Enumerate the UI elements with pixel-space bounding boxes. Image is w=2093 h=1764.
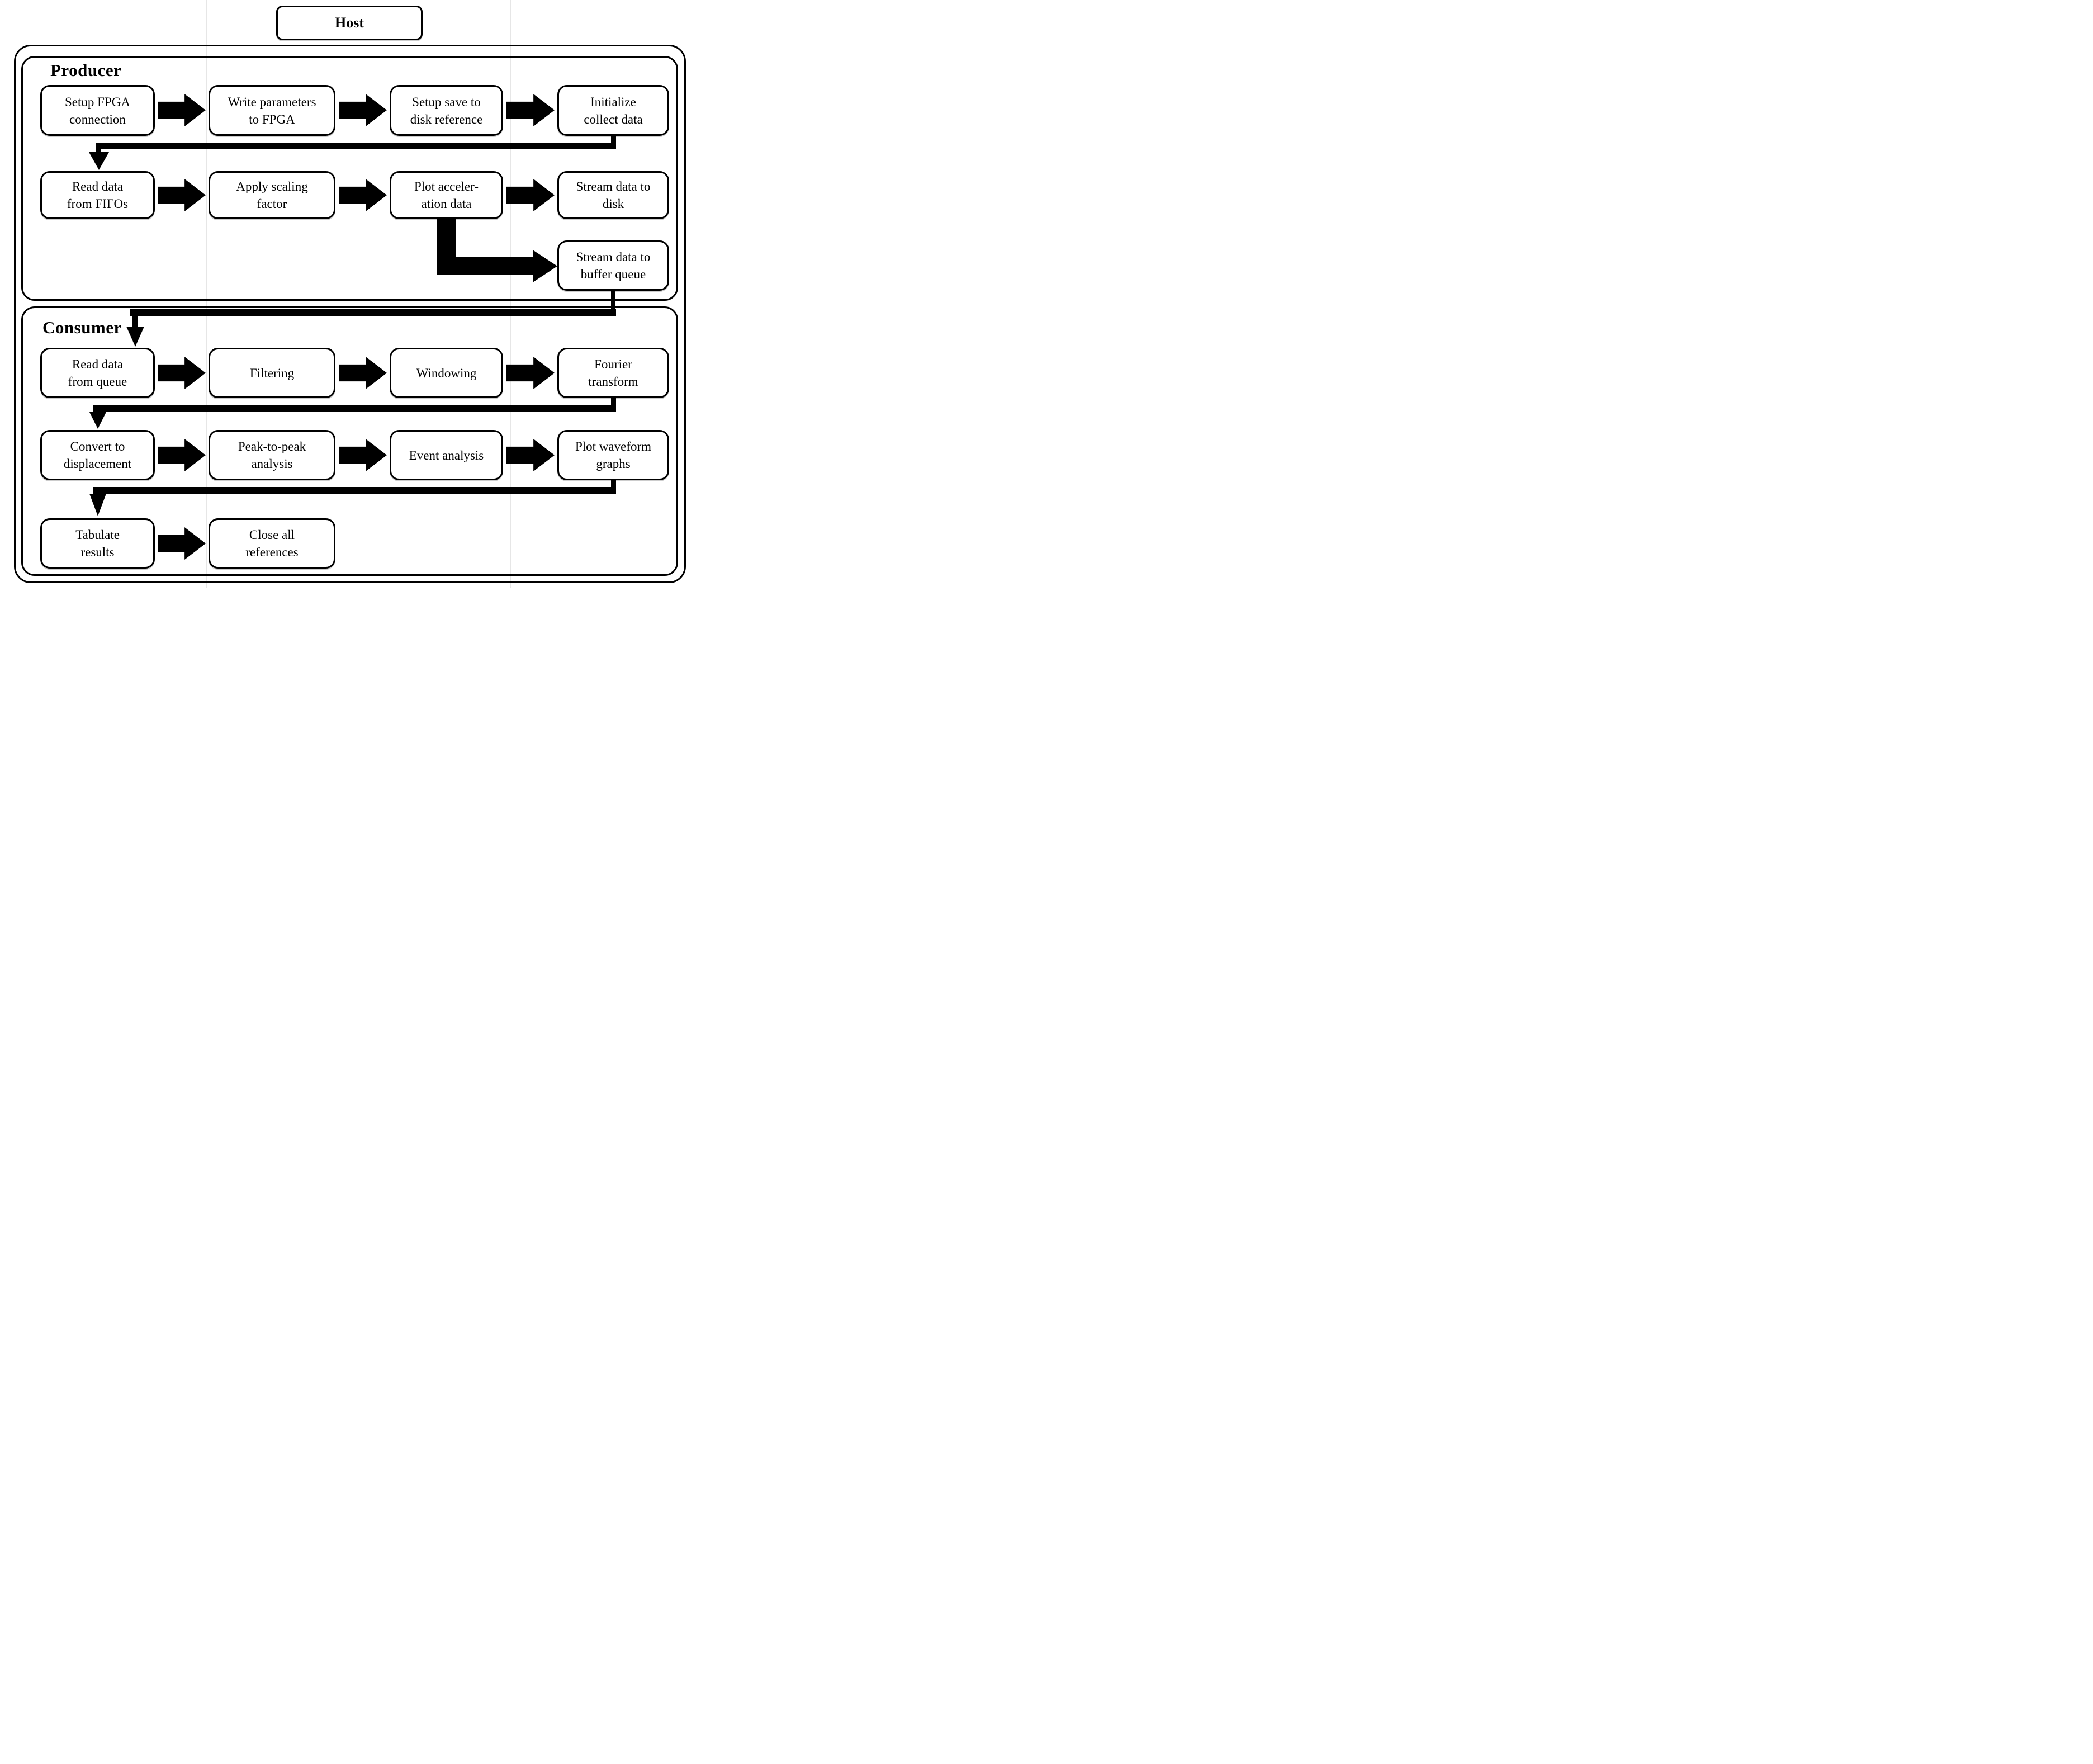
connector-buffer-to-consumer xyxy=(130,309,616,316)
elbow-connector-initialize-to-read xyxy=(96,147,101,153)
arrow-down-icon xyxy=(126,327,144,347)
node-label: Apply scaling factor xyxy=(236,179,308,211)
node-label: Write parameters to FPGA xyxy=(228,94,316,126)
arrow-down-icon xyxy=(89,494,106,516)
node-label: Windowing xyxy=(416,366,477,380)
producer-section-label: Producer xyxy=(50,60,122,80)
node-close-all-references: Close all references xyxy=(209,518,335,569)
scan-artifact-line xyxy=(206,0,207,588)
node-stream-data-to-buffer-queue: Stream data to buffer queue xyxy=(557,240,669,291)
elbow-connector-initialize-to-read xyxy=(96,143,616,149)
node-label: Convert to displacement xyxy=(63,439,132,471)
node-read-data-from-fifos: Read data from FIFOs xyxy=(40,171,155,219)
node-setup-fpga-connection: Setup FPGA connection xyxy=(40,85,155,136)
node-label: Plot acceler- ation data xyxy=(414,179,479,211)
node-label: Tabulate results xyxy=(75,528,120,559)
host-container xyxy=(14,45,686,583)
arrow-down-icon xyxy=(89,152,109,170)
scan-artifact-line xyxy=(510,0,511,588)
node-label: Read data from FIFOs xyxy=(67,179,129,211)
node-label: Close all references xyxy=(245,528,299,559)
consumer-container xyxy=(21,306,678,576)
node-label: Setup FPGA connection xyxy=(65,94,130,126)
node-setup-save-to-disk-reference: Setup save to disk reference xyxy=(390,85,503,136)
elbow-connector-waveform-to-tabulate xyxy=(93,487,616,494)
node-apply-scaling-factor: Apply scaling factor xyxy=(209,171,335,219)
node-initialize-collect-data: Initialize collect data xyxy=(557,85,669,136)
flowchart-canvas: Host Producer Consumer Setup FPGA connec… xyxy=(0,0,698,588)
node-label: Filtering xyxy=(249,366,295,380)
node-label: Stream data to buffer queue xyxy=(576,250,651,281)
node-plot-waveform-graphs: Plot waveform graphs xyxy=(557,430,669,480)
node-windowing: Windowing xyxy=(390,348,503,398)
node-filtering: Filtering xyxy=(209,348,335,398)
node-label: Event analysis xyxy=(409,448,484,462)
node-label: Fourier transform xyxy=(588,357,638,389)
node-label: Stream data to disk xyxy=(576,179,651,211)
node-write-parameters-to-fpga: Write parameters to FPGA xyxy=(209,85,335,136)
node-label: Initialize collect data xyxy=(584,94,643,126)
node-convert-to-displacement: Convert to displacement xyxy=(40,430,155,480)
elbow-connector-fourier-to-convert xyxy=(93,405,616,412)
fat-elbow-connector-plot-to-buffer xyxy=(437,257,533,275)
node-plot-acceleration-data: Plot acceler- ation data xyxy=(390,171,503,219)
arrow-right-icon xyxy=(533,250,557,282)
elbow-connector-fourier-to-convert xyxy=(611,398,616,412)
node-event-analysis: Event analysis xyxy=(390,430,503,480)
node-tabulate-results: Tabulate results xyxy=(40,518,155,569)
connector-buffer-to-consumer xyxy=(132,316,138,327)
node-label: Setup save to disk reference xyxy=(410,94,483,126)
host-label: Host xyxy=(335,15,364,31)
node-peak-to-peak-analysis: Peak-to-peak analysis xyxy=(209,430,335,480)
node-label: Read data from queue xyxy=(68,357,127,389)
connector-buffer-to-consumer xyxy=(611,291,615,316)
node-label: Peak-to-peak analysis xyxy=(238,439,306,471)
host-node: Host xyxy=(276,6,423,40)
arrow-down-icon xyxy=(89,412,106,429)
consumer-section-label: Consumer xyxy=(42,318,122,337)
node-read-data-from-queue: Read data from queue xyxy=(40,348,155,398)
node-fourier-transform: Fourier transform xyxy=(557,348,669,398)
producer-container xyxy=(21,56,678,301)
node-stream-data-to-disk: Stream data to disk xyxy=(557,171,669,219)
node-label: Plot waveform graphs xyxy=(575,439,652,471)
